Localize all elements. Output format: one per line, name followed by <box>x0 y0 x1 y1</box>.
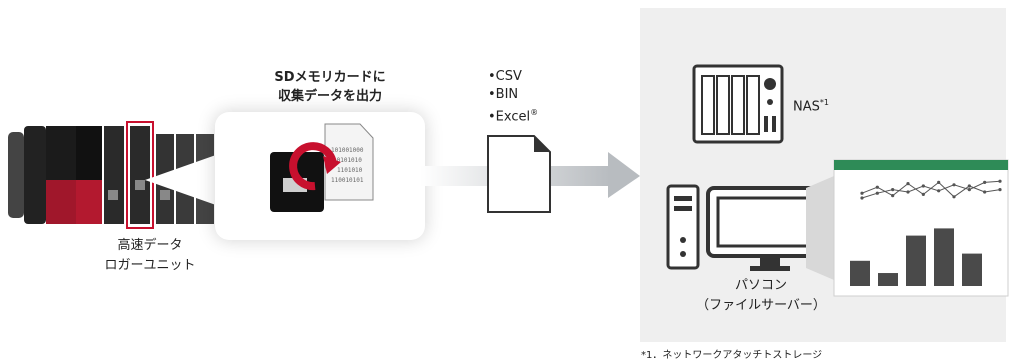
format-bin: BIN <box>495 87 519 102</box>
bar <box>934 228 954 286</box>
pc-label-line2: （ファイルサーバー） <box>696 298 826 313</box>
pc-monitor-neck <box>760 256 780 266</box>
file-document-icon <box>487 135 551 213</box>
nas-port <box>772 116 776 132</box>
sd-card-callout: 101001000 10101010 1101010 110010101 <box>215 112 425 240</box>
line-point <box>983 190 987 194</box>
spreadsheet-chart-illustration <box>806 159 1009 297</box>
plc-red-panel <box>76 180 102 224</box>
format-item: •Excel® <box>488 108 539 125</box>
write-arrow-icon <box>289 142 337 191</box>
spreadsheet-header-bar <box>834 160 1008 170</box>
binary-text: 101001000 <box>331 147 364 154</box>
nas-power-button-icon <box>764 78 776 90</box>
registered-mark: ® <box>530 108 539 117</box>
line-point <box>860 191 864 195</box>
line-point <box>891 194 895 198</box>
nas-drive-bay <box>746 75 760 135</box>
nas-label: NAS*1 <box>793 98 829 114</box>
line-point <box>967 184 971 188</box>
sd-card-title: SDメモリカードに 収集データを出力 <box>255 68 405 106</box>
line-point <box>906 182 910 186</box>
pc-label: パソコン （ファイルサーバー） <box>676 276 846 316</box>
line-point <box>937 189 941 193</box>
line-point <box>967 188 971 192</box>
line-point <box>998 179 1002 183</box>
write-arrow-head-icon <box>323 156 341 174</box>
line-point <box>952 195 956 199</box>
sd-card-illustration: 101001000 10101010 1101010 110010101 <box>270 123 374 212</box>
line-series <box>861 180 1001 199</box>
line-point <box>937 180 941 184</box>
line-point <box>906 190 910 194</box>
bar <box>962 253 982 286</box>
nas-status-led <box>767 99 773 105</box>
plc-module <box>104 126 124 224</box>
format-item: •BIN <box>488 87 519 102</box>
line-point <box>921 184 925 188</box>
sd-card-title-line2: 収集データを出力 <box>277 89 382 104</box>
plc-led <box>135 180 145 190</box>
line-point <box>983 180 987 184</box>
line-point <box>875 191 879 195</box>
plc-label-line2: ロガーユニット <box>104 258 196 273</box>
highlighted-logger-unit-frame <box>126 121 154 229</box>
callout-pointer <box>145 150 230 210</box>
pc-drive-slot <box>674 206 692 211</box>
footnote: *1．ネットワークアタッチトストレージ <box>641 350 823 361</box>
line-point <box>952 183 956 187</box>
arrow-head-icon <box>608 152 640 198</box>
sd-card-title-line1: SDメモリカードに <box>274 70 386 85</box>
nas-device-icon <box>692 64 784 144</box>
pc-power-led <box>680 237 686 243</box>
line-point <box>998 188 1002 192</box>
nas-drive-bay <box>701 75 715 135</box>
plc-module <box>24 126 46 224</box>
bar-chart-group <box>850 228 982 286</box>
pc-drive-slot <box>674 196 692 201</box>
nas-footnote-ref: *1 <box>819 98 829 107</box>
format-csv: CSV <box>495 69 522 84</box>
plc-label-line1: 高速データ <box>117 238 183 253</box>
nas-drive-bay <box>731 75 745 135</box>
pc-monitor-stand <box>750 266 790 271</box>
line-point <box>860 196 864 200</box>
binary-text: 10101010 <box>333 157 362 164</box>
output-formats-list: •CSV •BIN •Excel® <box>488 68 538 126</box>
bar <box>878 273 898 286</box>
format-item: •CSV <box>488 69 522 84</box>
plc-red-panel <box>46 180 76 224</box>
bar <box>906 235 926 286</box>
plc-label: 高速データ ロガーユニット <box>85 236 215 276</box>
plc-end-cap <box>8 132 24 218</box>
spreadsheet-shadow <box>806 176 834 280</box>
nas-port <box>764 116 768 132</box>
data-file-icon <box>324 123 374 201</box>
line-point <box>921 192 925 196</box>
pc-power-button <box>680 251 686 257</box>
line-chart-group <box>860 179 1002 200</box>
plc-led <box>160 190 170 200</box>
binary-text: 1101010 <box>337 167 363 174</box>
document-fold <box>534 136 550 152</box>
pc-label-line1: パソコン <box>734 278 787 293</box>
line-point <box>891 188 895 192</box>
nas-drive-bay <box>716 75 730 135</box>
callout-pointer-shape <box>145 150 230 210</box>
plc-led <box>108 190 118 200</box>
format-excel: Excel <box>495 109 531 125</box>
line-point <box>875 185 879 189</box>
document-body <box>487 135 551 213</box>
logger-unit-module <box>130 126 150 224</box>
bar <box>850 260 870 286</box>
nas-label-text: NAS <box>793 99 820 115</box>
binary-text: 110010101 <box>331 177 364 184</box>
